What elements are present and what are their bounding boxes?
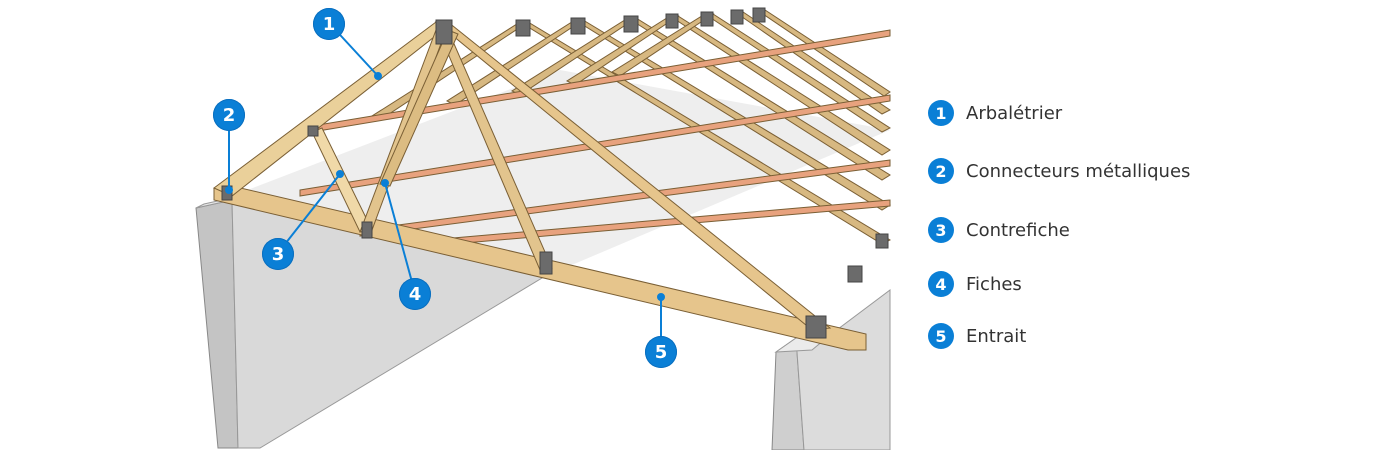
callout-number: 1: [322, 13, 336, 35]
legend-item: 4 Fiches: [928, 269, 1022, 299]
back-trusses: [299, 7, 892, 283]
legend-badge: 3: [928, 217, 954, 243]
legend-label: Connecteurs métalliques: [966, 160, 1191, 182]
callout-4-fiches: 4: [399, 278, 431, 310]
callout-number: 4: [408, 283, 422, 305]
legend-badge: 5: [928, 323, 954, 349]
legend-label: Fiches: [966, 273, 1022, 295]
legend-badge: 1: [928, 100, 954, 126]
legend-badge: 4: [928, 271, 954, 297]
legend-label: Contrefiche: [966, 219, 1070, 241]
legend-item: 1 Arbalétrier: [928, 98, 1062, 128]
legend-badge: 2: [928, 158, 954, 184]
legend-label: Arbalétrier: [966, 102, 1063, 124]
front-truss: [213, 19, 867, 351]
callout-5-entrait: 5: [645, 336, 677, 368]
callout-1-arbaletrier: 1: [313, 8, 345, 40]
legend-item: 5 Entrait: [928, 321, 1026, 351]
right-pillar: [771, 289, 891, 450]
callout-number: 5: [654, 341, 668, 363]
callout-2-connecteurs: 2: [213, 99, 245, 131]
legend-item: 2 Connecteurs métalliques: [928, 156, 1190, 186]
legend-item: 3 Contrefiche: [928, 215, 1070, 245]
callout-number: 2: [222, 104, 236, 126]
legend-label: Entrait: [966, 325, 1027, 347]
callout-3-contrefiche: 3: [262, 238, 294, 270]
callout-number: 3: [271, 243, 285, 265]
